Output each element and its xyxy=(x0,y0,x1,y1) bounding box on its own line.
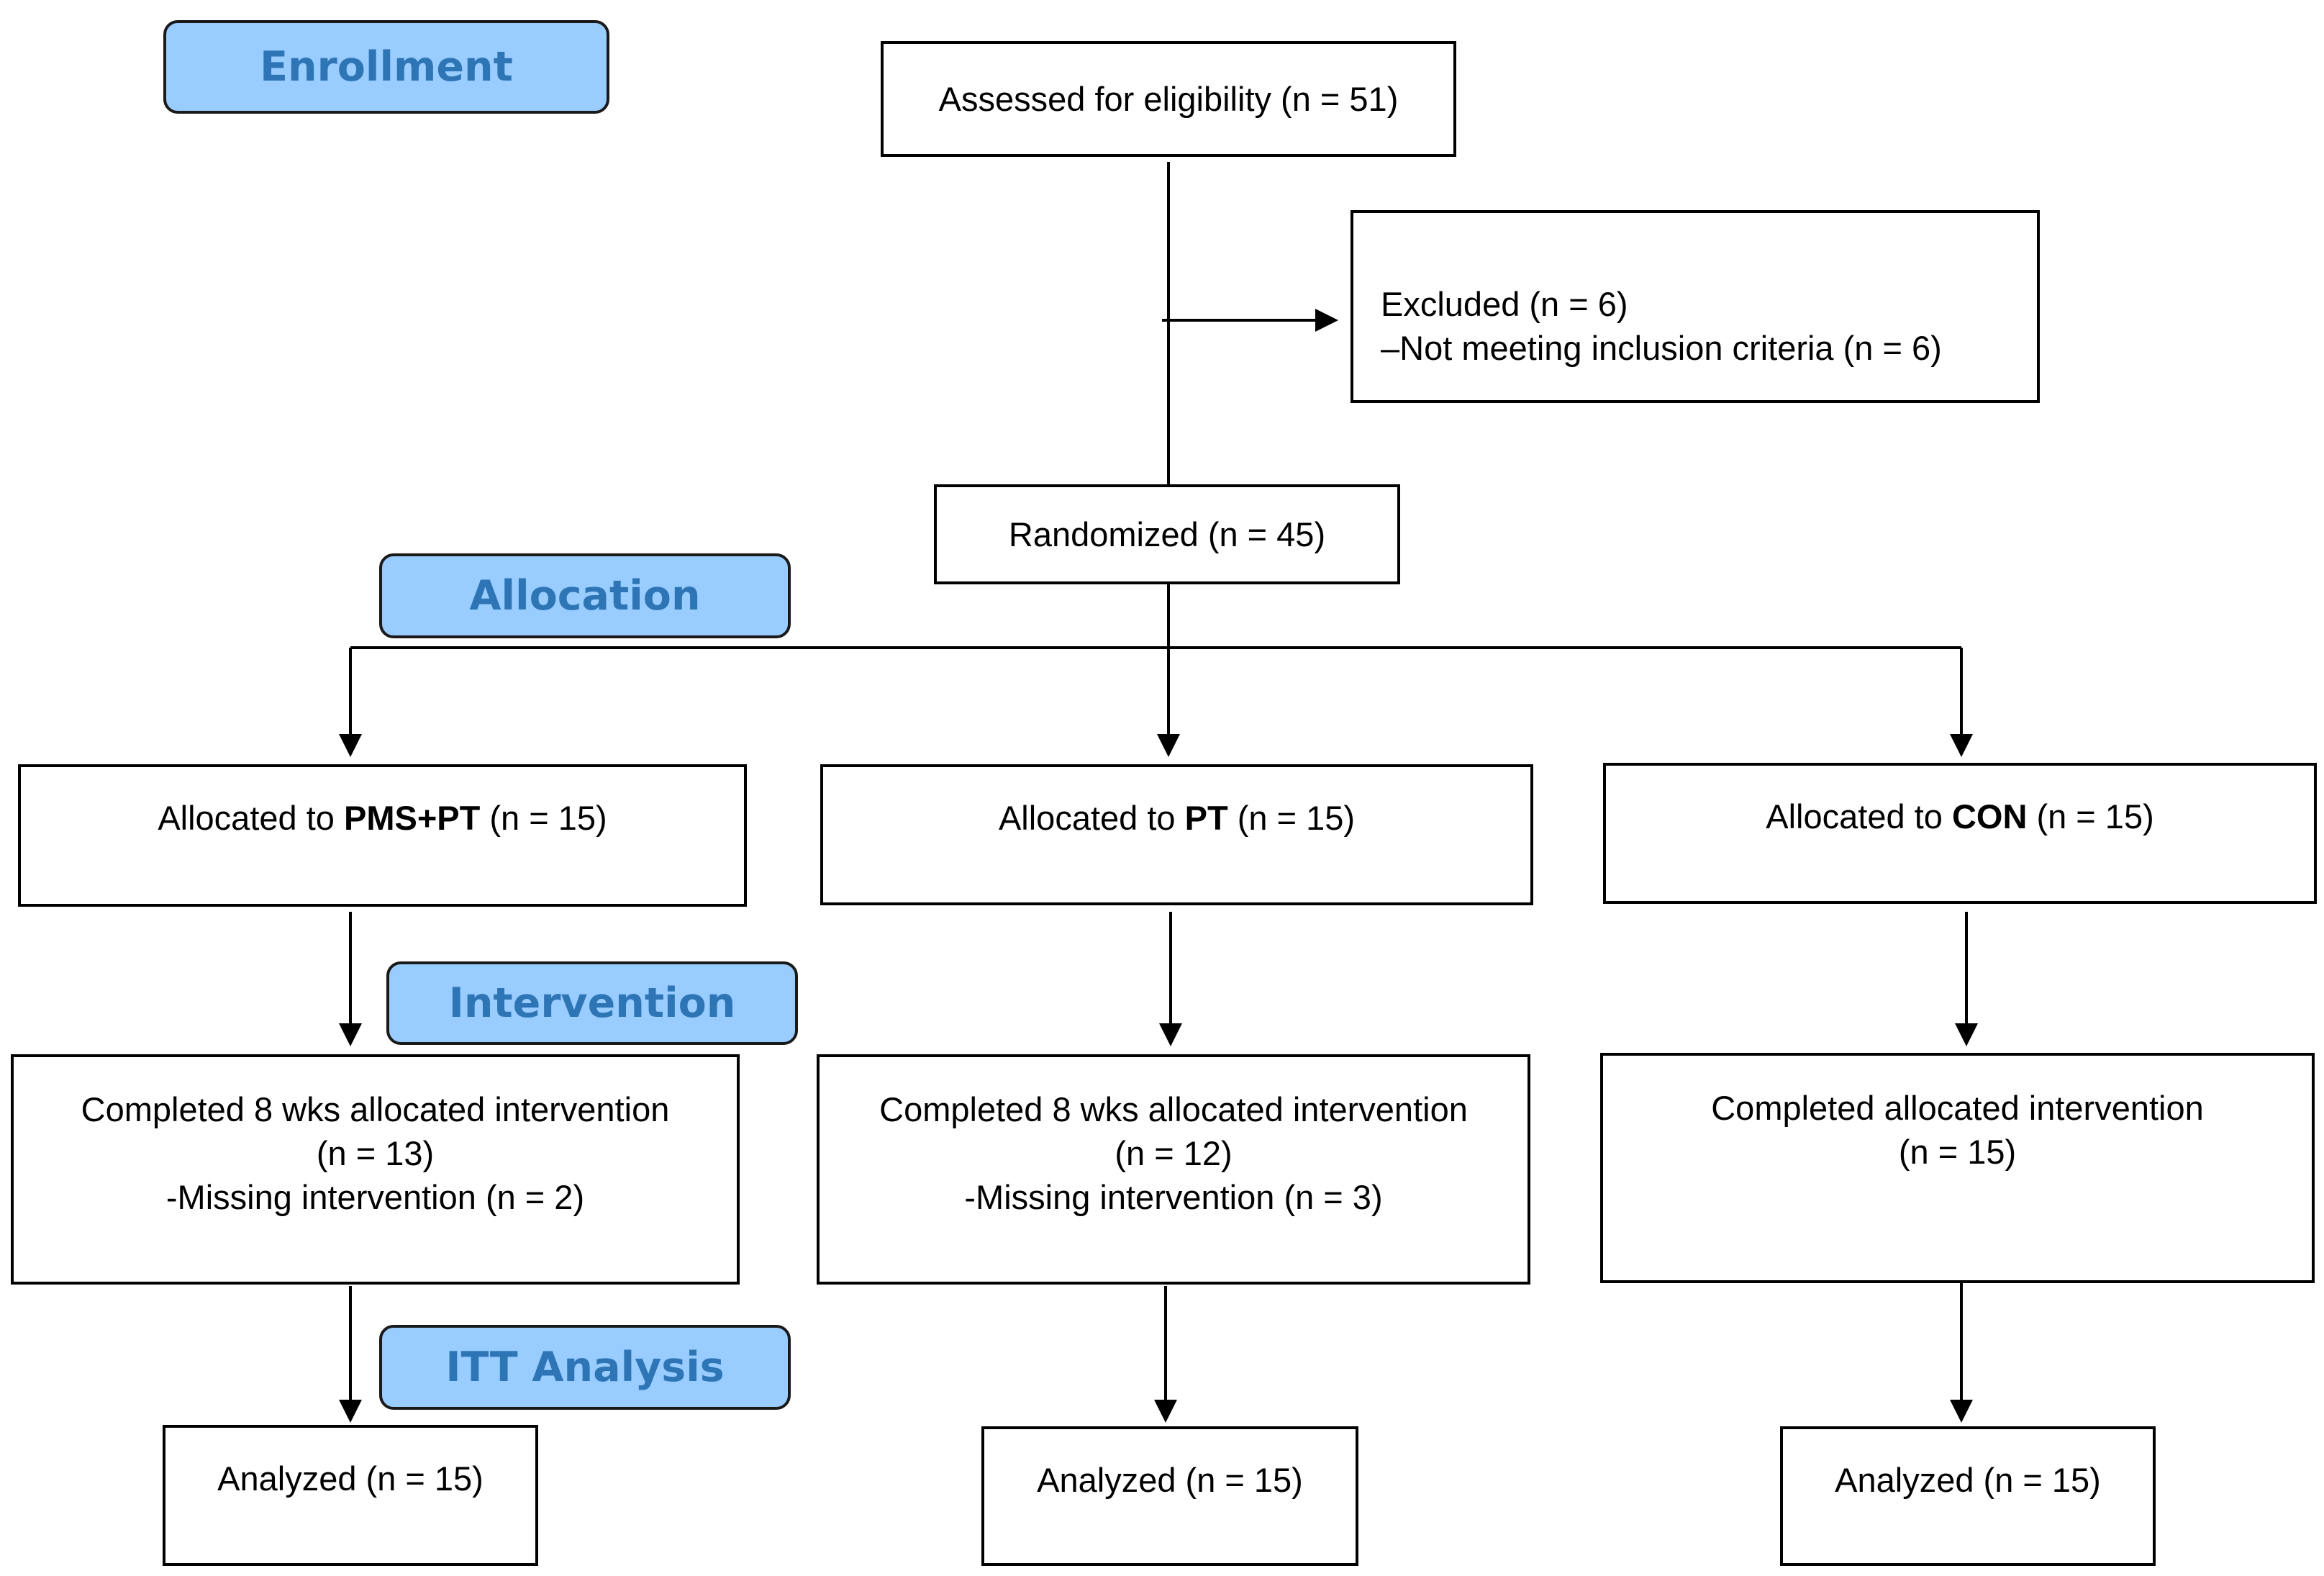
assessed-box: Assessed for eligibility (n = 51) xyxy=(881,41,1456,157)
excluded-reason: –Not meeting inclusion criteria (n = 6) xyxy=(1381,329,1942,367)
analyzed-pt-box: Analyzed (n = 15) xyxy=(981,1426,1358,1566)
completed-pms-pt-box: Completed 8 wks allocated intervention (… xyxy=(11,1054,740,1285)
completed-text: Completed 8 wks allocated intervention xyxy=(879,1090,1468,1128)
completed-text: Completed 8 wks allocated intervention xyxy=(81,1090,670,1128)
allocated-count: (n = 15) xyxy=(2027,797,2154,835)
allocated-prefix: Allocated to xyxy=(158,799,344,837)
allocated-count: (n = 15) xyxy=(1227,799,1356,837)
allocated-con-box: Allocated to CON (n = 15) xyxy=(1603,763,2317,904)
stage-intervention: Intervention xyxy=(386,961,798,1045)
allocated-prefix: Allocated to xyxy=(998,799,1185,837)
stage-allocation: Allocation xyxy=(379,553,791,638)
analyzed-con-box: Analyzed (n = 15) xyxy=(1780,1426,2156,1566)
allocated-con-text: Allocated to CON (n = 15) xyxy=(1606,794,2314,838)
allocated-count: (n = 15) xyxy=(480,799,607,837)
analyzed-pms-pt-box: Analyzed (n = 15) xyxy=(163,1425,538,1566)
completed-pt-box: Completed 8 wks allocated intervention (… xyxy=(817,1054,1530,1285)
analyzed-text: Analyzed (n = 15) xyxy=(1037,1461,1303,1499)
analyzed-text: Analyzed (n = 15) xyxy=(1835,1461,2101,1499)
completed-count: (n = 13) xyxy=(316,1134,435,1172)
randomized-text: Randomized (n = 45) xyxy=(1008,515,1326,553)
allocated-prefix: Allocated to xyxy=(1766,797,1952,835)
group-name-pms-pt: PMS+PT xyxy=(343,799,481,837)
completed-count: (n = 15) xyxy=(1898,1133,2017,1171)
stage-itt-analysis: ITT Analysis xyxy=(379,1325,791,1410)
assessed-text: Assessed for eligibility (n = 51) xyxy=(938,80,1399,118)
completed-count: (n = 12) xyxy=(1115,1134,1233,1172)
analyzed-text: Analyzed (n = 15) xyxy=(217,1459,484,1498)
allocated-pt-text: Allocated to PT (n = 15) xyxy=(823,796,1530,840)
stage-enrollment: Enrollment xyxy=(163,20,609,114)
randomized-box: Randomized (n = 45) xyxy=(934,484,1400,584)
allocated-pt-box: Allocated to PT (n = 15) xyxy=(820,764,1533,905)
group-name-con: CON xyxy=(1951,797,2028,835)
allocated-pms-pt-box: Allocated to PMS+PT (n = 15) xyxy=(18,764,747,907)
excluded-box: Excluded (n = 6) –Not meeting inclusion … xyxy=(1351,210,2040,403)
group-name-pt: PT xyxy=(1184,799,1228,837)
allocated-pms-pt-text: Allocated to PMS+PT (n = 15) xyxy=(21,796,744,840)
excluded-title: Excluded (n = 6) xyxy=(1381,285,1628,323)
completed-text: Completed allocated intervention xyxy=(1711,1089,2204,1127)
missing-text: -Missing intervention (n = 2) xyxy=(165,1178,585,1216)
missing-text: -Missing intervention (n = 3) xyxy=(964,1178,1383,1216)
completed-con-box: Completed allocated intervention (n = 15… xyxy=(1600,1053,2315,1283)
